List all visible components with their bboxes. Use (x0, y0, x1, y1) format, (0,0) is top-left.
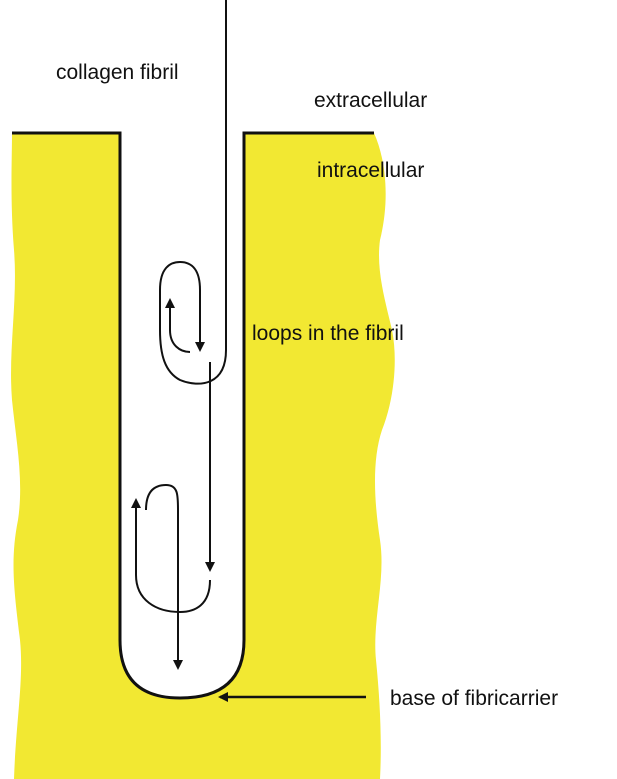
fibril-inner-loop (165, 298, 191, 353)
loops-label: loops in the fibril (252, 322, 404, 345)
intracellular-label: intracellular (317, 159, 425, 182)
extracellular-label: extracellular (314, 89, 428, 112)
fibril-lower-loop-top (145, 483, 183, 670)
collagen-fibril-label: collagen fibril (56, 61, 179, 84)
collagen-fibril (159, 0, 227, 385)
fibricarrier-lumen (120, 133, 244, 698)
fibril-lower-loop (131, 498, 211, 614)
base-label: base of fibricarrier (390, 687, 559, 710)
plasma-membrane (12, 131, 374, 700)
